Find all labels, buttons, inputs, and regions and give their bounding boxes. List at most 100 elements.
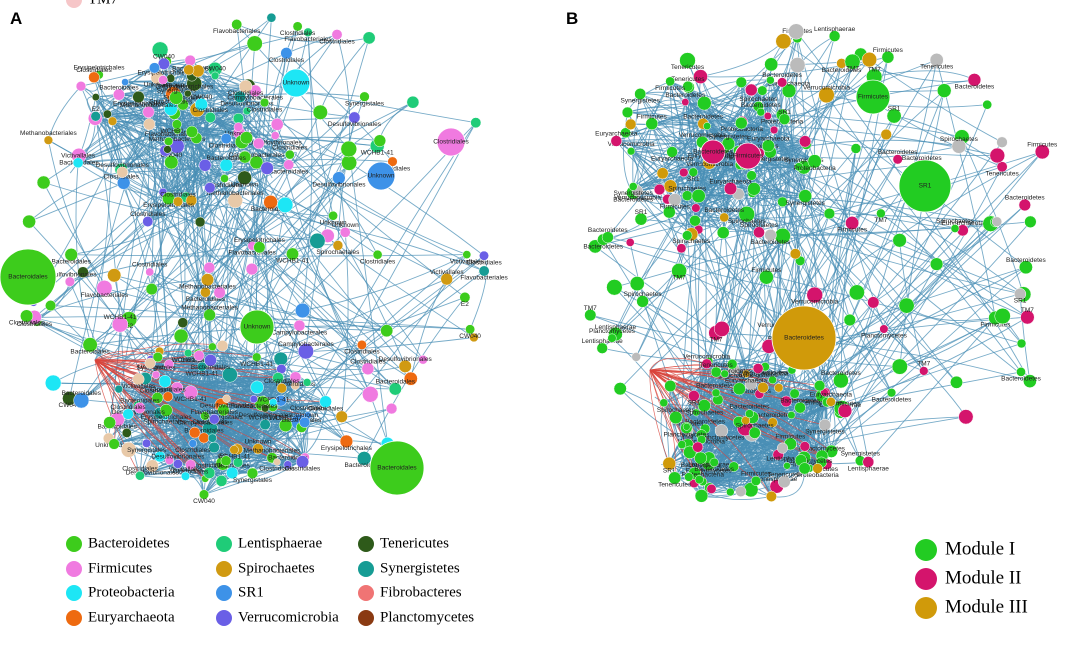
net-a-edge-1304 — [94, 359, 141, 476]
net-a-node-label-39: Victivallales — [450, 258, 485, 265]
net-a-edge-1016 — [47, 140, 105, 289]
net-a-node-31 — [43, 135, 54, 145]
net-a-node-24 — [406, 95, 420, 109]
net-a-node-137 — [284, 149, 295, 160]
net-b-node-label-19: SR1 — [888, 106, 901, 113]
net-a-node-111 — [362, 31, 376, 45]
net-b-node-253 — [776, 442, 789, 454]
net-a-node-238 — [273, 458, 281, 466]
net-a-hub-label-2: Unknown — [243, 324, 270, 331]
net-b-node-35 — [653, 183, 666, 196]
net-a-node-90 — [331, 29, 343, 41]
net-b-node-label-23: Tenericutes — [920, 64, 954, 71]
net-b-node-label-94: Bacteroidetes — [955, 84, 995, 91]
net-a-node-248 — [216, 340, 229, 352]
net-b-node-label-46: Bacteroidetes — [1005, 195, 1045, 202]
net-a-edge-640 — [167, 396, 205, 495]
legend-swatch-8 — [216, 610, 232, 626]
net-b-node-33 — [843, 313, 856, 327]
net-a-node-label-62: Bacteroidales — [186, 296, 226, 303]
legend-swatch-0 — [66, 536, 82, 552]
net-a-node-57 — [372, 249, 383, 260]
net-b-node-0 — [625, 238, 635, 247]
net-a-node-label-255: WCHB1-41 — [240, 361, 273, 368]
net-a-node-label-251: Clostridiales — [285, 466, 321, 473]
legend-label-0: Bacteroidetes — [88, 535, 170, 551]
net-a-node-167 — [239, 131, 253, 145]
net-a-node-82 — [335, 410, 348, 423]
net-a-node-102 — [64, 276, 75, 287]
net-b-node-245 — [706, 483, 717, 494]
net-a-node-98 — [292, 21, 303, 32]
net-b-hub-label-2: Firmicutes — [858, 94, 889, 101]
net-b-node-label-63: Planctomycetes — [589, 328, 636, 335]
net-b-node-247 — [757, 381, 769, 394]
net-b-node-label-148: Synergistetes — [621, 98, 661, 105]
legend-swatch-3 — [66, 610, 82, 626]
net-a-node-80 — [332, 171, 346, 185]
net-a-node-16 — [45, 300, 57, 312]
net-b-node-label-175: SR1 — [778, 109, 791, 116]
legend-label-7: SR1 — [238, 584, 264, 600]
net-a-edge-1111 — [281, 344, 362, 389]
net-a-node-13 — [145, 459, 159, 473]
net-b-node-237 — [677, 440, 687, 449]
net-a-node-label-98: Clostridiales — [280, 30, 316, 37]
net-a-node-label-176: Erysipelotrichales — [162, 83, 214, 90]
net-b-node-230 — [711, 388, 721, 398]
net-b-node-label-65: Synergistetes — [841, 451, 881, 458]
net-b-node-label-61: Verrucomicrobia — [791, 299, 838, 306]
net-a-edge-989 — [95, 69, 189, 117]
net-a-edge-1084 — [341, 254, 468, 417]
net-a-edge-1036 — [113, 274, 391, 451]
net-a-node-176 — [184, 89, 192, 98]
net-b-node-label-138: Tenericutes — [671, 76, 705, 83]
net-b-node-label-147: Proteobacteria — [793, 165, 836, 172]
net-a-node-142 — [252, 137, 265, 150]
net-a-edge-1246 — [43, 182, 159, 358]
net-a-node-121 — [465, 324, 476, 335]
net-a-node-0 — [286, 247, 299, 261]
net-a-node-227 — [103, 416, 116, 429]
net-a-edge-1293 — [94, 359, 191, 466]
net-a-node-56 — [380, 324, 394, 338]
net-b-node-label-47: Spirochaetes — [940, 136, 979, 143]
net-a-node-101 — [469, 332, 479, 343]
net-b-node-164 — [626, 147, 636, 156]
network-b: EuryarchaeotaBacteroidetesFirmicutesPlan… — [582, 23, 1058, 503]
net-a-node-37 — [387, 156, 398, 167]
net-b-node-181 — [689, 214, 701, 227]
net-a-node-104 — [82, 337, 98, 353]
net-b-node-label-182: Synergistetes — [709, 134, 749, 141]
net-b-node-label-71: Bacteroidetes — [1006, 257, 1046, 264]
net-b-node-178 — [716, 226, 730, 239]
net-a-node-18 — [145, 283, 158, 296]
net-a-node-99 — [107, 268, 122, 283]
net-b-node-label-105: Bacteroidetes — [751, 239, 791, 246]
net-a-node-53 — [356, 339, 367, 350]
net-a-node-label-0: WCHB1-41 — [276, 258, 309, 265]
net-b-node-228 — [726, 487, 735, 497]
net-a-node-51 — [143, 118, 156, 131]
net-a-node-label-90: Clostridiales — [319, 38, 355, 45]
net-b-hub-label-0: Bacteroidetes — [784, 335, 824, 342]
net-a-edge-1087 — [197, 70, 476, 124]
net-a-node-label-246: Clostridiales — [264, 378, 300, 385]
net-a-node-label-67: Bacteroidales — [62, 390, 102, 397]
net-b-node-166 — [757, 85, 768, 96]
net-a-node-9 — [294, 302, 311, 319]
net-a-hub-label-1: Bacteroidales — [377, 465, 417, 472]
net-a-node-225 — [208, 342, 217, 352]
net-b-node-248 — [692, 441, 704, 453]
legend-swatch-12 — [358, 610, 374, 626]
net-b-node-label-91: Lentisphaerae — [848, 466, 890, 473]
net-a-edge-1009 — [71, 200, 236, 256]
net-b-node-151 — [799, 135, 812, 148]
net-b-node-label-127: TM7 — [584, 305, 597, 312]
net-b-node-128 — [713, 320, 730, 337]
net-a-node-96 — [213, 286, 226, 299]
net-a-node-label-254: Clostridiales — [150, 386, 186, 393]
net-a-node-10 — [245, 262, 259, 276]
net-a-node-171 — [198, 158, 212, 172]
